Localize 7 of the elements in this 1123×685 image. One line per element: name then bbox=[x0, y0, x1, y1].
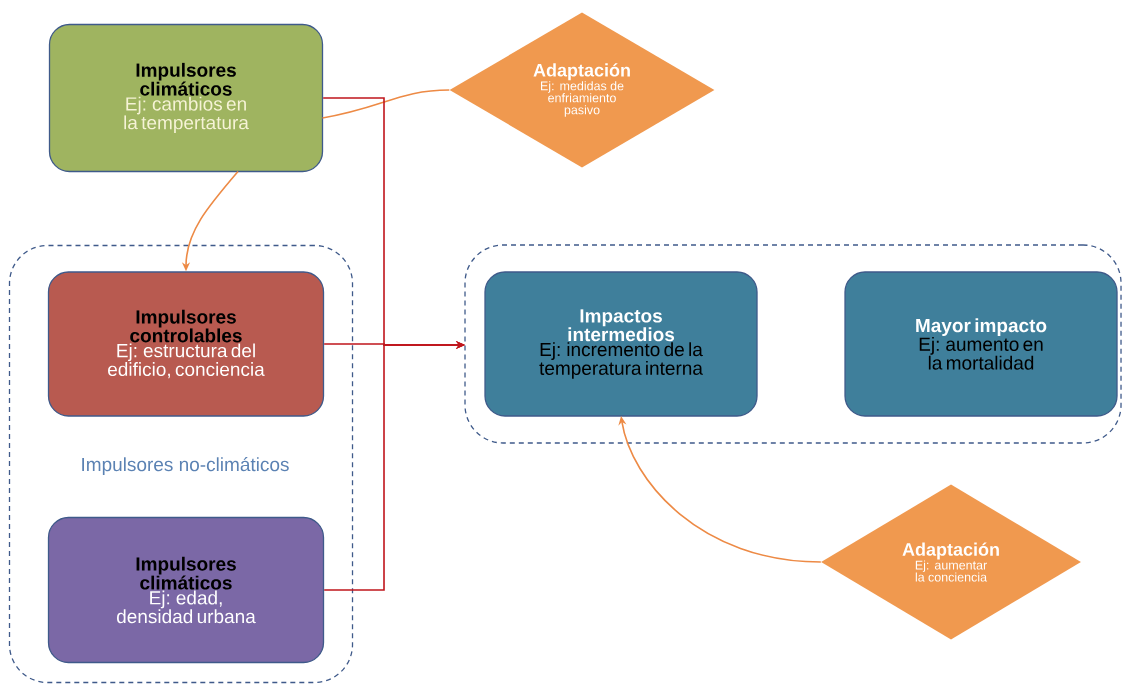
group-label: Impulsores no-climáticos bbox=[82, 457, 289, 475]
dashed-group-frame bbox=[464, 244, 1122, 444]
process-box: Impulsores controlables Ej: estructura del edificio, conciencia bbox=[47, 271, 325, 417]
process-box: Impactos intermedios Ej: incremento de la temperatura interna bbox=[484, 271, 758, 417]
process-box: Mayor impacto Ej: aumento en la mortalidad bbox=[844, 271, 1118, 417]
process-box: Impulsores climáticos Ej: edad, densidad urbana bbox=[47, 516, 325, 664]
process-box: Impulsores climáticos Ej: cambios en la tempertatura bbox=[48, 23, 324, 173]
